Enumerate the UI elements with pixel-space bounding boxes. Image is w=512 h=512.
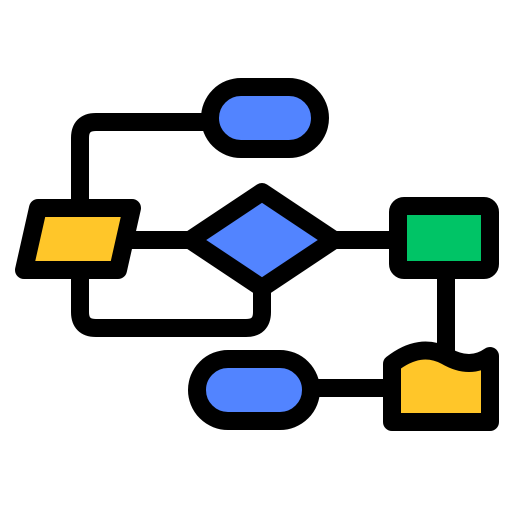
- decision-icon: [181, 183, 343, 297]
- process-icon: [389, 197, 499, 279]
- connector-input-to-start: [71, 113, 221, 219]
- connectors: [71, 113, 455, 397]
- end-terminator-icon: [188, 350, 320, 430]
- data-input-icon: [15, 199, 141, 279]
- document-icon: [383, 341, 499, 431]
- connector-decision-to-input: [71, 261, 271, 337]
- start-terminator-icon: [201, 78, 329, 158]
